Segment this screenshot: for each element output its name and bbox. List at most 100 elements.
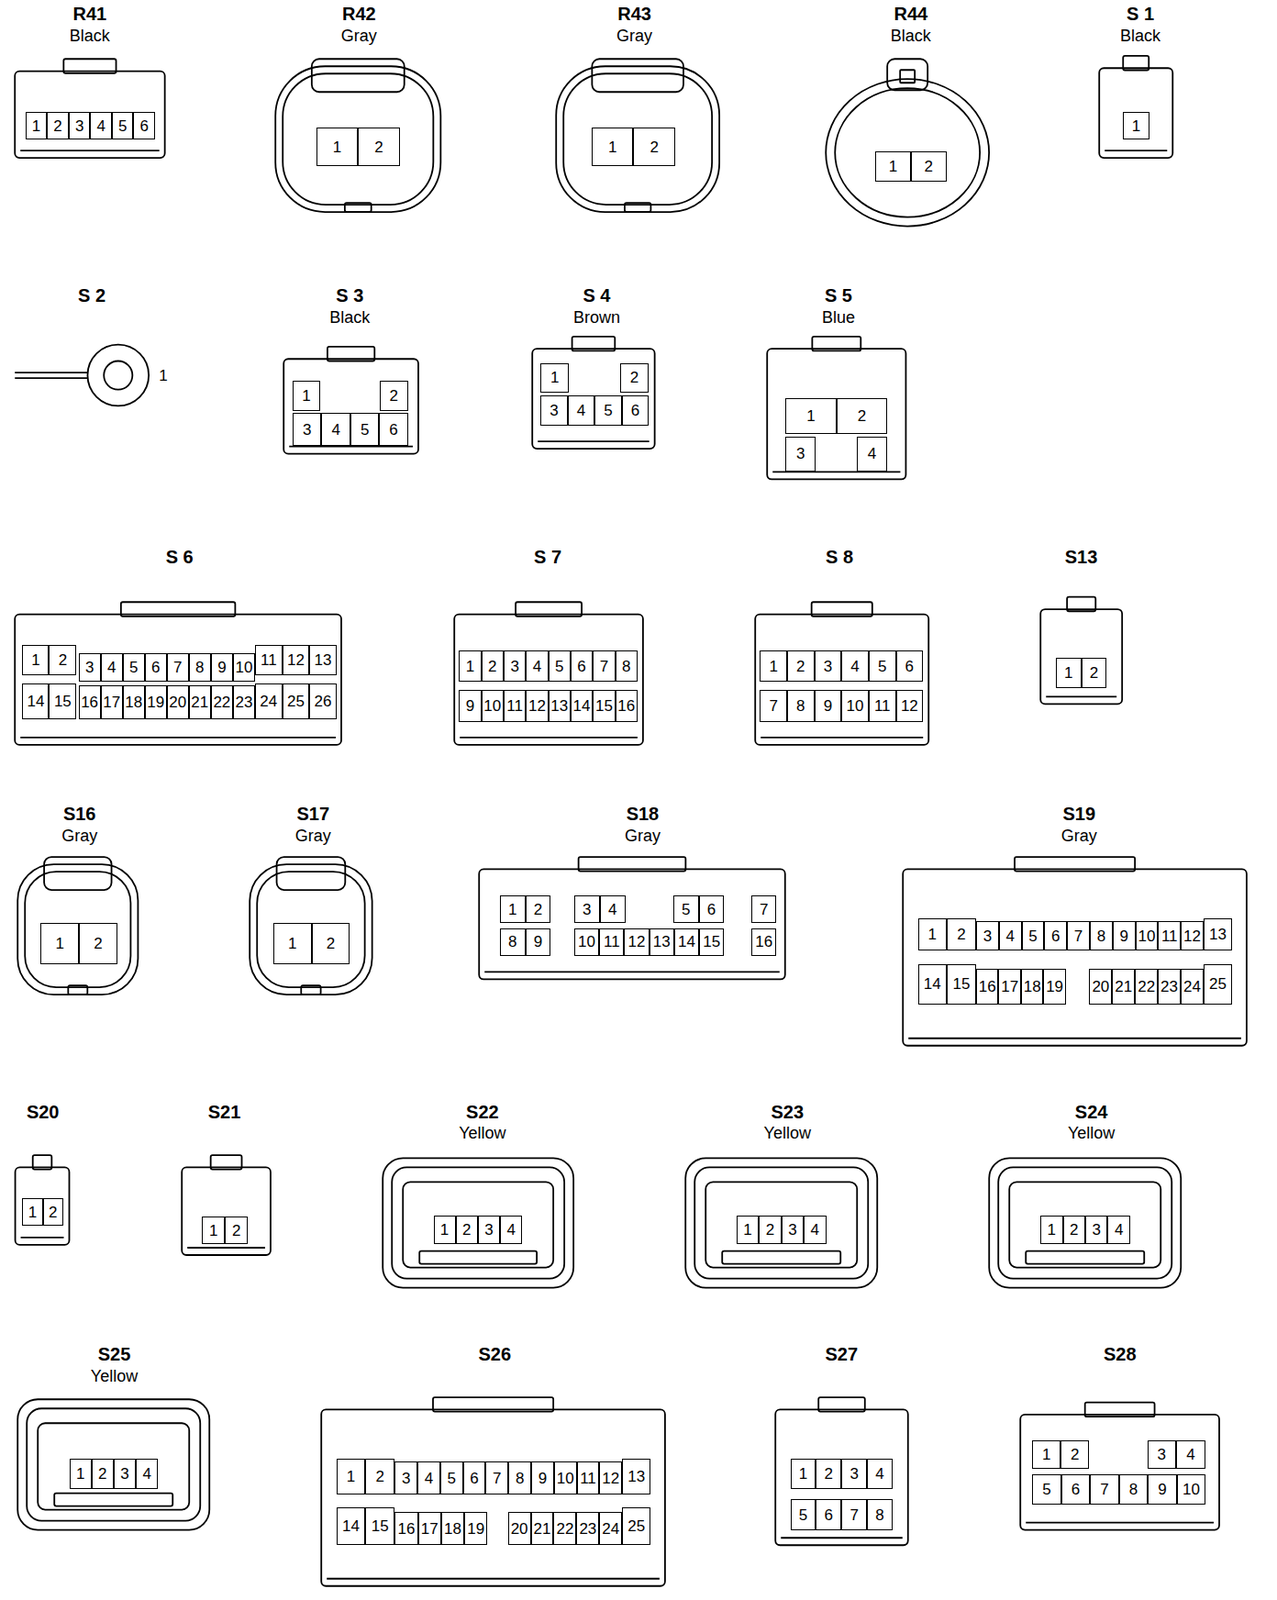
pin-cavity: 1 xyxy=(591,127,634,167)
connector-code: S28 xyxy=(1078,1343,1161,1365)
pin-cavity: 1 xyxy=(22,1198,43,1226)
pin-number: 1 xyxy=(288,935,297,952)
pin-number: 2 xyxy=(58,652,67,668)
pin-cavity: 1 xyxy=(336,1458,366,1495)
pin-number: 14 xyxy=(342,1518,360,1534)
pin-number: 2 xyxy=(766,1221,775,1238)
pin-number: 5 xyxy=(877,658,887,675)
pin-cavity: 1 xyxy=(273,922,312,964)
housing-outline xyxy=(283,358,419,454)
pin-cavity: 6 xyxy=(815,1499,842,1530)
pin-cavity: 9 xyxy=(1112,921,1136,951)
pin-cavity: 4 xyxy=(417,1461,441,1495)
pin-number: 9 xyxy=(466,698,475,714)
pin-number: 19 xyxy=(1045,978,1064,995)
housing-outline xyxy=(249,864,372,995)
pin-number: 6 xyxy=(905,658,914,675)
pin-number: 5 xyxy=(1042,1481,1051,1498)
pin-cavity: 1 xyxy=(736,1215,759,1244)
pin-cavity: 15 xyxy=(592,689,615,723)
pin-number: 14 xyxy=(923,976,942,992)
pin-cavity: 10 xyxy=(574,928,600,956)
pin-cavity: 19 xyxy=(144,685,167,720)
pin-cavity: 16 xyxy=(976,968,999,1005)
pin-cavity: 8 xyxy=(615,650,638,681)
pin-number: 9 xyxy=(217,659,226,676)
connector-face: S25Yellow1234 xyxy=(15,1342,211,1534)
pin-cavity: 1 xyxy=(1032,1440,1061,1469)
pin-number: 1 xyxy=(333,139,342,156)
housing-outline xyxy=(15,613,343,744)
pin-number: 9 xyxy=(1119,928,1128,944)
connector-face: S18Gray12345678910111213141516 xyxy=(477,801,788,984)
connector-code: S16 xyxy=(38,803,121,824)
housing-outline xyxy=(755,613,929,744)
housing-outline xyxy=(402,1181,554,1267)
pin-cavity: 21 xyxy=(1111,968,1135,1005)
pin-cavity: 3 xyxy=(477,1215,500,1244)
pin-number: 6 xyxy=(1071,1481,1080,1498)
pin-cavity: 4 xyxy=(841,650,869,681)
housing-outline xyxy=(1105,149,1168,152)
pin-number: 14 xyxy=(573,698,591,714)
connector-face: S2812345678910 xyxy=(1018,1342,1222,1534)
pin-number: 2 xyxy=(375,1468,384,1485)
pin-number: 2 xyxy=(326,935,335,952)
pin-cavity: 10 xyxy=(1177,1474,1207,1505)
housing-color: Brown xyxy=(555,308,638,327)
pin-number: 13 xyxy=(314,652,333,668)
connector-code: S25 xyxy=(73,1343,156,1365)
pin-number: 1 xyxy=(799,1465,808,1482)
housing-outline xyxy=(104,361,134,390)
pin-cavity: 22 xyxy=(1134,968,1158,1005)
pin-number: 2 xyxy=(1089,665,1099,681)
connector-code: S20 xyxy=(1,1101,84,1122)
pin-cavity: 3 xyxy=(68,111,91,140)
pin-number: 8 xyxy=(515,1470,524,1487)
pin-number: 16 xyxy=(755,933,773,950)
housing-outline xyxy=(1099,67,1174,158)
pin-cavity: 4 xyxy=(599,895,626,923)
connector-face: S24Yellow1234 xyxy=(987,1099,1183,1292)
pin-number: 12 xyxy=(1183,928,1201,944)
housing-outline xyxy=(705,1181,857,1267)
housing-color: Black xyxy=(869,26,952,45)
connector-face: S 3Black123456 xyxy=(281,283,421,458)
pin-cavity: 4 xyxy=(499,1215,522,1244)
pin-cavity: 12 xyxy=(599,1461,622,1495)
pin-number: 21 xyxy=(190,694,209,711)
pin-cavity: 2 xyxy=(357,127,400,167)
connector-face: S2112 xyxy=(179,1099,273,1259)
housing-color: Blue xyxy=(797,308,879,327)
pin-number: 5 xyxy=(360,421,369,438)
pin-number: 1 xyxy=(31,652,40,668)
housing-outline xyxy=(275,66,441,212)
pin-number: 25 xyxy=(1209,976,1227,992)
pin-cavity: 16 xyxy=(615,689,638,723)
connector-face: S16Gray12 xyxy=(15,801,141,1000)
pin-cavity: 2 xyxy=(620,363,649,393)
connector-face: S2012 xyxy=(0,1099,86,1249)
pin-cavity: 25 xyxy=(1203,964,1233,1005)
pin-number: 1 xyxy=(508,901,517,918)
housing-outline xyxy=(537,440,649,443)
pin-cavity: 4 xyxy=(567,395,595,425)
connector-code: S 5 xyxy=(797,285,879,306)
pin-cavity: 12 xyxy=(282,644,311,676)
pin-cavity: 11 xyxy=(868,689,897,723)
pin-cavity: 11 xyxy=(599,928,624,956)
pin-number: 1 xyxy=(158,367,167,384)
housing-outline xyxy=(17,864,138,995)
housing-outline xyxy=(282,73,434,205)
pin-number: 1 xyxy=(76,1465,85,1482)
pin-cavity: 14 xyxy=(22,683,49,720)
pin-number: 5 xyxy=(118,118,127,134)
connector-code: S19 xyxy=(1038,803,1121,824)
pin-cavity: 2 xyxy=(1063,1215,1086,1244)
pin-cavity: 2 xyxy=(946,918,977,952)
pin-number: 6 xyxy=(388,421,398,438)
pin-cavity: 5 xyxy=(122,653,145,682)
pin-cavity: 7 xyxy=(1066,921,1090,951)
pin-number: 5 xyxy=(447,1470,456,1487)
pin-cavity: 21 xyxy=(188,685,211,720)
